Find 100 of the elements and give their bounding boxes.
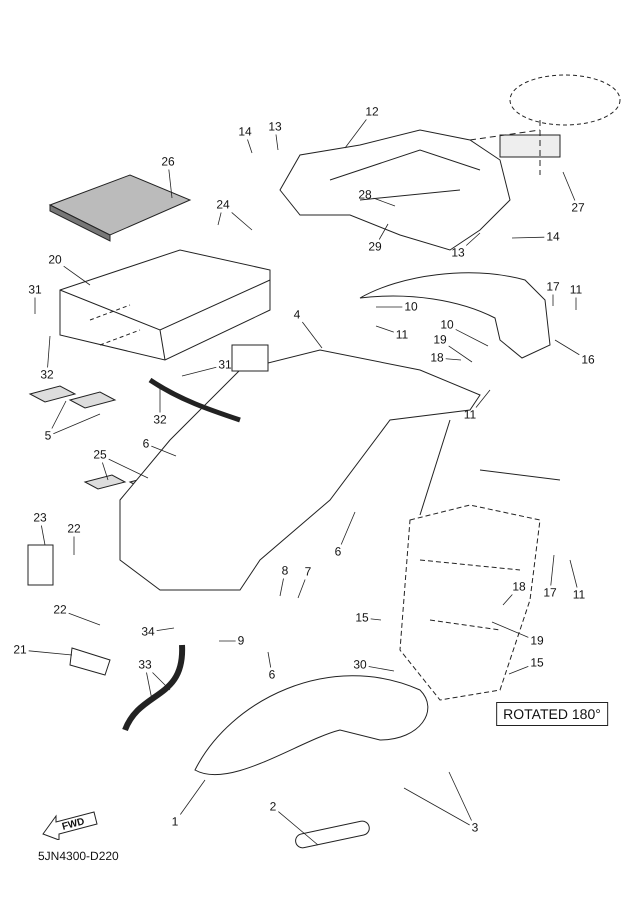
leader-line	[156, 628, 174, 632]
callout-number: 29	[368, 240, 382, 254]
callout-number: 19	[433, 334, 447, 346]
callout-number: 10	[404, 300, 418, 314]
callout-number: 12	[365, 106, 379, 118]
leader-line	[51, 400, 66, 429]
leader-line	[47, 336, 50, 368]
callout-number: 6	[268, 668, 276, 682]
leader-line	[247, 139, 252, 154]
leader-line	[370, 618, 382, 620]
leader-line	[466, 232, 480, 246]
callout-number: 25	[93, 448, 107, 462]
callout-number: 11	[570, 284, 582, 296]
callout-number: 28	[358, 188, 372, 202]
leader-line	[152, 672, 170, 690]
callout-number: 16	[581, 354, 595, 366]
callout-number: 32	[153, 414, 167, 426]
callout-number: 31	[28, 284, 42, 296]
leader-line	[68, 612, 100, 626]
leader-line	[276, 134, 278, 150]
callout-number: 4	[294, 308, 300, 322]
leader-line	[41, 525, 46, 546]
callout-number: 21	[13, 644, 27, 656]
callout-number: 34	[141, 626, 155, 638]
callout-number: 19	[530, 634, 544, 648]
callout-number: 24	[216, 198, 230, 212]
leader-line	[512, 236, 545, 238]
callout-number: 9	[238, 634, 244, 648]
callout-number: 1	[172, 816, 178, 828]
callout-number: 11	[572, 588, 586, 602]
leader-line	[218, 212, 222, 226]
callout-number: 33	[138, 658, 152, 672]
leader-line	[376, 306, 403, 308]
leader-line	[368, 666, 394, 672]
leader-line	[298, 579, 306, 598]
leader-line	[344, 119, 367, 148]
leader-line	[102, 462, 108, 480]
callout-number: 15	[530, 656, 544, 670]
callout-number: 18	[512, 580, 526, 594]
callout-number: 5	[44, 430, 52, 442]
callout-number: 14	[546, 230, 560, 244]
leader-line	[570, 560, 578, 588]
callout-number: 11	[396, 328, 408, 342]
callout-number: 6	[334, 546, 342, 558]
callout-number: 11	[464, 408, 476, 422]
leader-line	[302, 322, 322, 348]
callout-number: 13	[451, 246, 465, 260]
callout-number: 2	[270, 800, 276, 814]
callout-number: 20	[48, 254, 62, 266]
callout-number: 32	[40, 368, 54, 382]
leader-line	[562, 172, 576, 201]
callout-number: 14	[238, 126, 252, 138]
leader-line	[278, 811, 318, 846]
callout-number: 17	[543, 586, 557, 600]
leader-line	[52, 414, 100, 434]
leader-line	[455, 329, 488, 346]
leader-line	[180, 780, 206, 815]
leader-line	[445, 358, 462, 360]
callout-number: 10	[440, 318, 454, 332]
leader-line	[28, 650, 72, 656]
leader-line	[554, 340, 580, 356]
leader-line	[508, 666, 529, 674]
leader-line	[34, 297, 36, 314]
leader-line	[448, 346, 472, 362]
leader-line	[168, 169, 172, 198]
callout-number: 17	[546, 280, 560, 294]
forward-arrow-icon: FWD	[42, 810, 98, 840]
leader-line	[476, 390, 490, 408]
leader-line	[492, 622, 529, 638]
leader-line	[552, 294, 554, 306]
leader-line	[378, 224, 388, 240]
callout-number: 7	[304, 566, 312, 578]
callout-number: 3	[472, 822, 478, 834]
leader-line	[340, 512, 356, 545]
callout-number: 8	[282, 564, 288, 578]
leader-line	[376, 326, 394, 333]
leader-line	[108, 458, 148, 478]
leader-line	[280, 578, 284, 596]
callout-number: 26	[161, 156, 175, 168]
leader-line	[268, 652, 272, 668]
leader-line	[448, 772, 472, 821]
callout-number: 27	[571, 202, 585, 214]
leader-line	[404, 788, 470, 826]
callout-number: 13	[268, 120, 282, 134]
callout-number: 15	[355, 612, 369, 624]
note-box: ROTATED 180°	[496, 702, 608, 726]
callout-number: 18	[430, 352, 444, 364]
leader-line	[218, 640, 236, 642]
leader-line	[63, 266, 90, 286]
drawing-number: 5JN4300-D220	[38, 849, 119, 863]
callout-number: 23	[33, 512, 47, 524]
leader-line	[150, 446, 176, 456]
callout-number: 30	[353, 658, 367, 672]
callout-number: 31	[218, 358, 232, 372]
callout-number: 6	[142, 438, 150, 450]
leader-line	[182, 366, 217, 376]
callout-number: 22	[53, 604, 67, 616]
callout-number: 22	[67, 522, 81, 536]
leader-line	[231, 212, 252, 230]
leader-line	[373, 198, 396, 206]
